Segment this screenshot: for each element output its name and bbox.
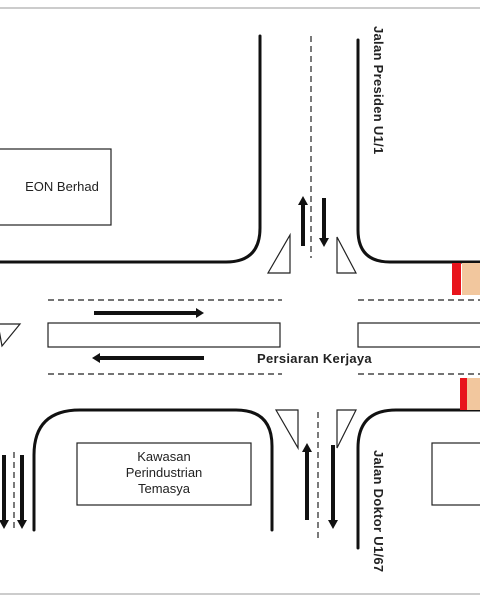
road-label-jalan-doktor: Jalan Doktor U1/67 [371,450,386,572]
arrow-south-down [328,445,338,529]
arrow-north-up [298,196,308,246]
arrow-south-up [302,443,312,520]
kawasan-label-line3: Temasya [138,481,191,496]
island-north-right [336,236,357,274]
eon-label: EON Berhad [25,179,99,194]
signal-peach-bottom [466,378,480,410]
right-building [431,442,480,506]
road-edge-bottom-right [356,408,480,550]
signal-red-top [452,263,461,295]
eon-building [0,148,112,226]
island-west [0,323,22,348]
arrow-west-road-down-2 [17,455,27,529]
road-label-jalan-presiden: Jalan Presiden U1/1 [371,26,386,155]
median-right [357,322,480,348]
arrow-east [94,308,204,318]
island-south-right [336,409,357,449]
arrow-west-road-down-1 [0,455,9,529]
kawasan-label-line1: Kawasan [137,449,190,464]
road-edge-top-right [356,38,480,264]
island-south-left [274,409,299,451]
arrow-west [92,353,204,363]
island-north-left [266,232,291,274]
kawasan-building [76,442,252,506]
arrow-north-down [319,198,329,247]
road-edge-bottom-left [32,408,274,532]
median-left [47,322,281,348]
road-label-persiaran-kerjaya: Persiaran Kerjaya [257,351,372,366]
signal-peach-top [462,263,480,295]
kawasan-label-line2: Perindustrian [126,465,203,480]
road-edge-top-left [0,34,262,264]
signal-red-bottom [460,378,467,410]
